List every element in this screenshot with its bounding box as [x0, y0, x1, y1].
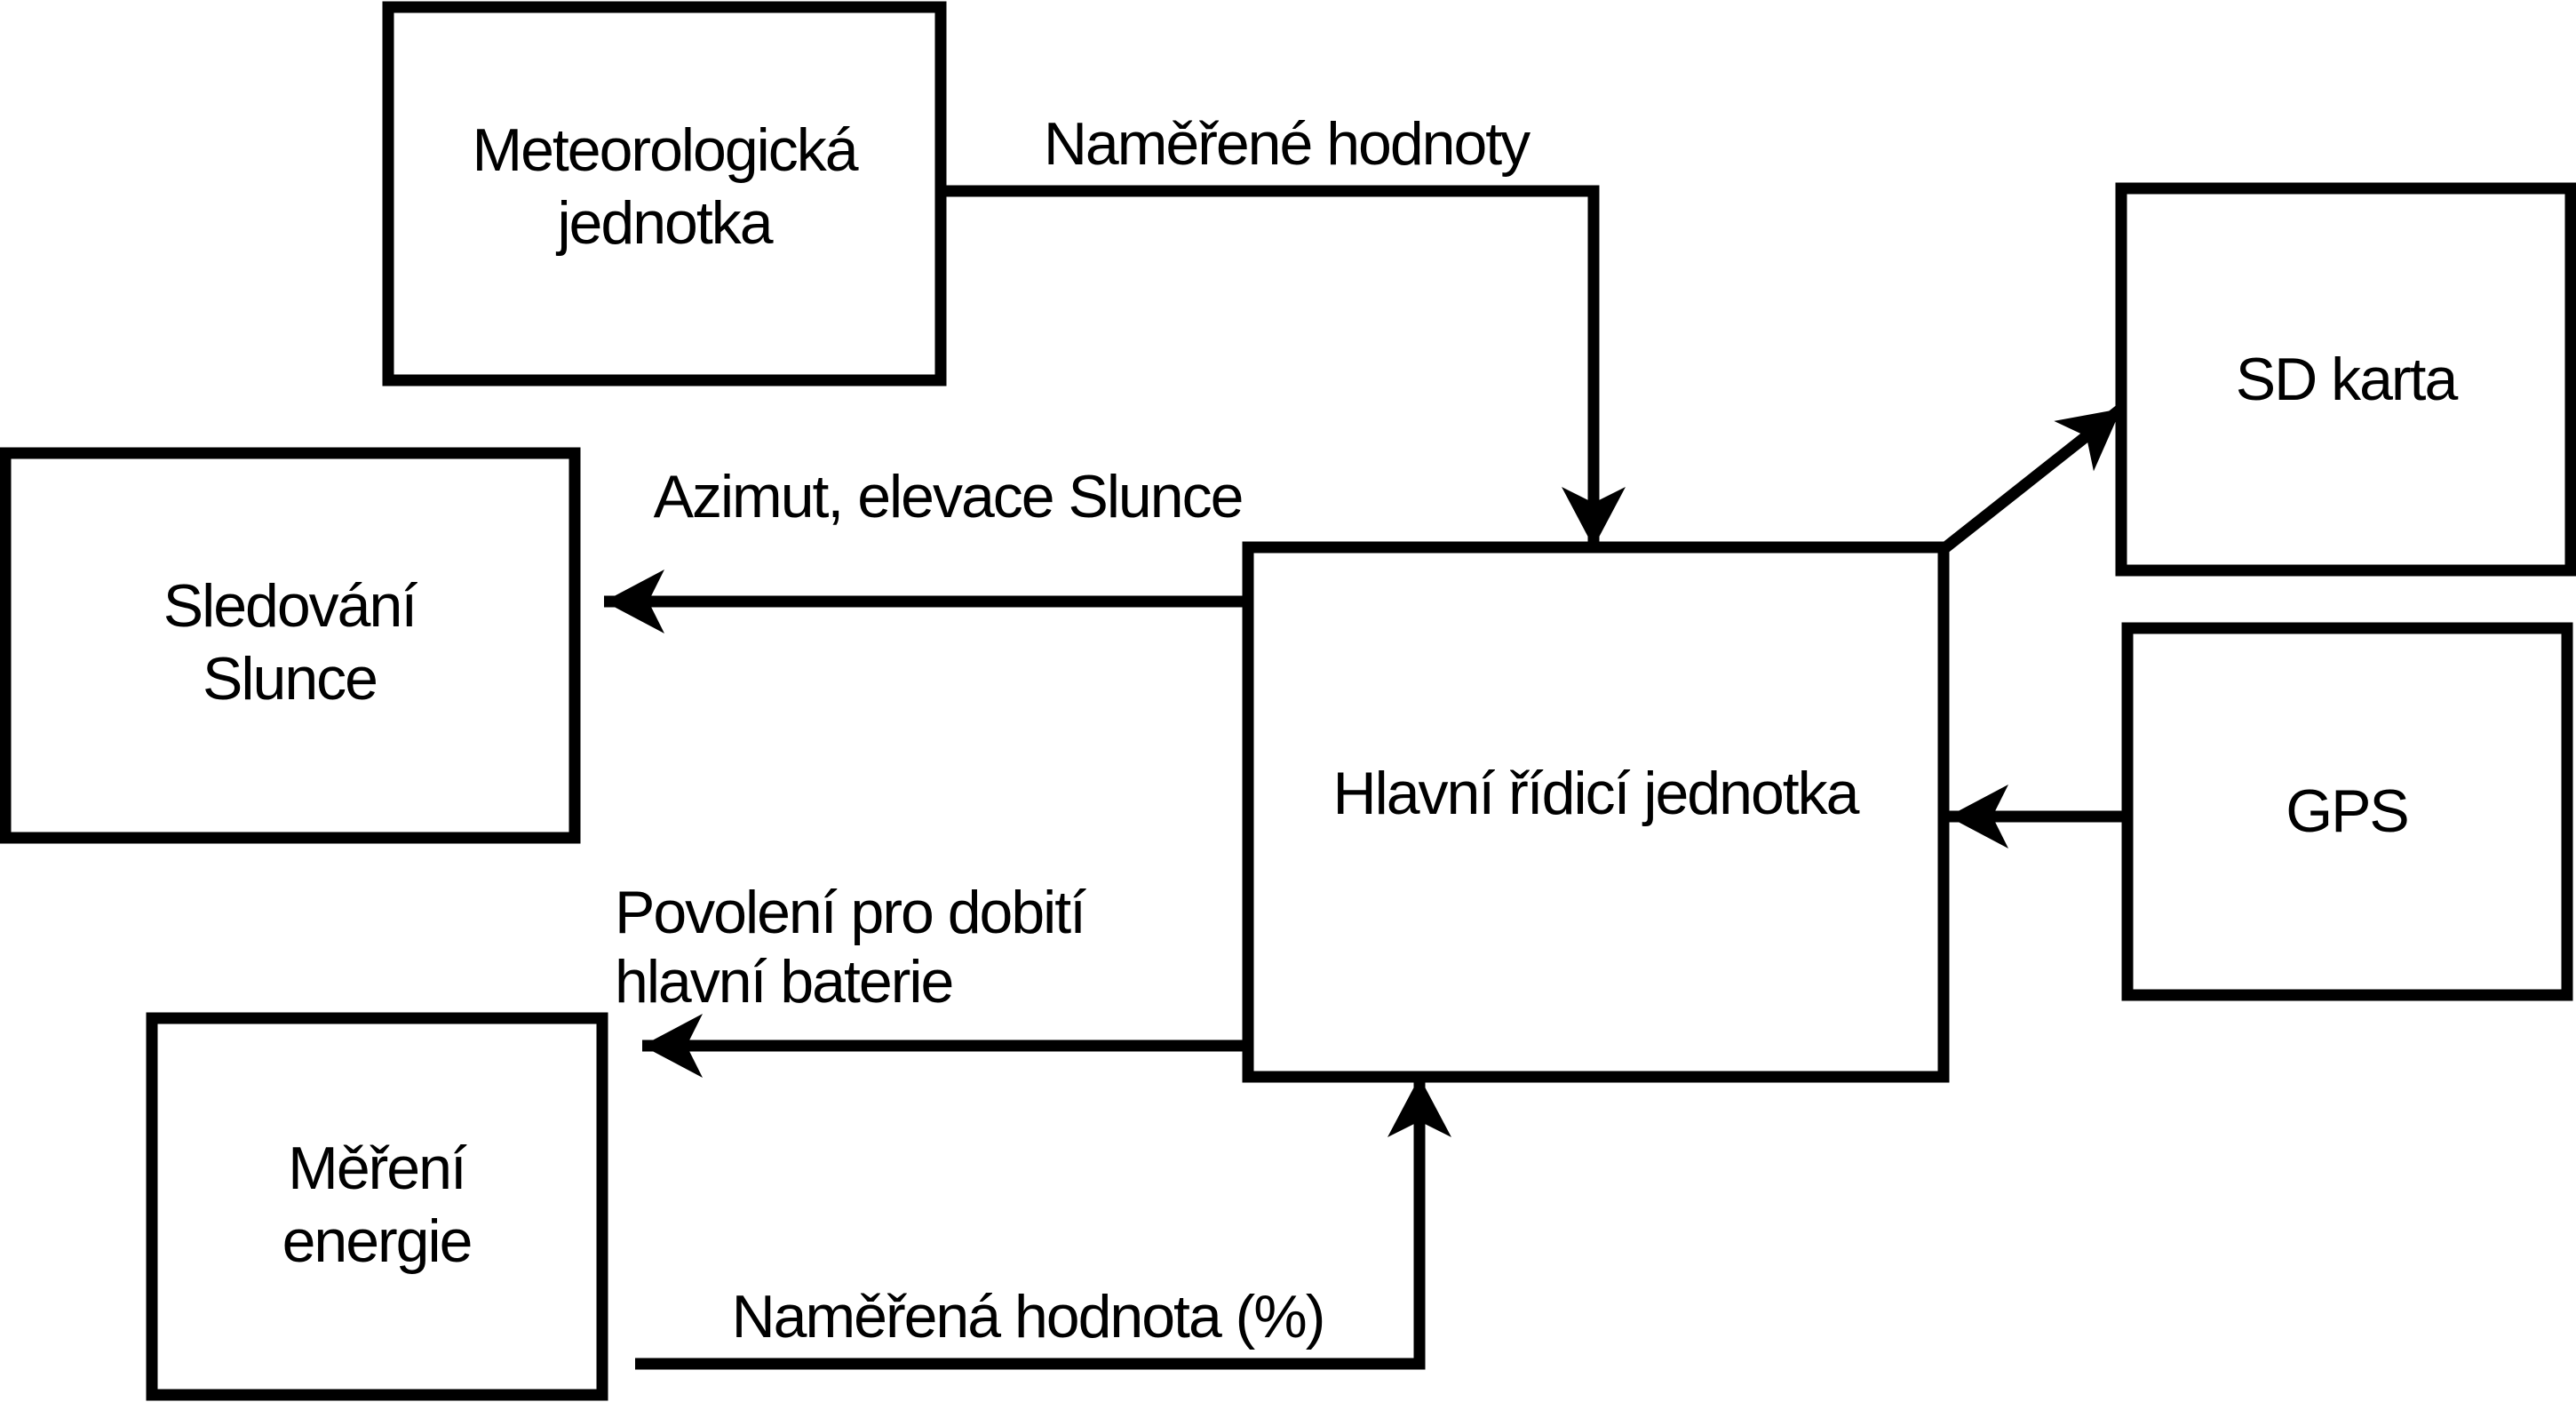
box-sledovani-slunce: Sledování Slunce — [0, 447, 581, 844]
box-meteorologicka-jednotka-label-line1: Meteorologická — [472, 116, 858, 184]
arrowhead-down-icon — [1562, 487, 1626, 547]
box-sd-karta-border — [2115, 182, 2576, 577]
box-hlavni-ridici-jednotka: Hlavní řídicí jednotka — [1242, 541, 1950, 1083]
box-meteorologicka-jednotka-label-line2: jednotka — [555, 189, 773, 257]
edge-main-to-battery — [642, 1014, 1248, 1078]
arrowhead-left-icon — [642, 1014, 703, 1078]
box-sd-karta: SD karta — [2115, 182, 2576, 577]
box-sd-karta-label: SD karta — [2236, 346, 2459, 413]
box-hlavni-ridici-jednotka-border — [1242, 541, 1950, 1083]
edge-main-to-sledovani — [604, 570, 1248, 633]
arrowhead-upright-icon — [2054, 409, 2121, 472]
box-mereni-energie-label-line1: Měření — [288, 1135, 467, 1202]
edge-label-namerena-hodnota: Naměřená hodnota (%) — [732, 1283, 1324, 1350]
box-meteorologicka-jednotka-border — [382, 1, 947, 386]
edge-label-povoleni-line1: Povolení pro dobití — [615, 879, 1086, 946]
box-gps-border — [2121, 622, 2573, 1001]
edge-label-namerene-hodnoty: Naměřené hodnoty — [1044, 110, 1530, 178]
box-sledovani-slunce-label-line2: Slunce — [203, 645, 377, 713]
box-gps: GPS — [2121, 622, 2573, 1001]
edge-label-azimut-elevace-slunce: Azimut, elevace Slunce — [654, 463, 1243, 530]
box-gps-label: GPS — [2286, 777, 2408, 845]
edge-meteo-to-main-line — [941, 185, 1600, 547]
edge-mereni-to-main — [635, 1077, 1451, 1370]
edge-mereni-to-main-line — [635, 1077, 1426, 1370]
box-mereni-energie-label-line2: energie — [282, 1207, 472, 1275]
arrowhead-left-icon — [604, 570, 664, 633]
edge-main-to-sdkarta — [1939, 403, 2126, 554]
arrowhead-up-icon — [1387, 1077, 1451, 1137]
box-meteorologicka-jednotka: Meteorologická jednotka — [382, 1, 947, 386]
box-sledovani-slunce-border — [0, 447, 581, 844]
box-mereni-energie-border — [146, 1012, 608, 1401]
arrowhead-left-icon — [1948, 785, 2008, 848]
box-sledovani-slunce-label-line1: Sledování — [163, 572, 418, 640]
edge-gps-to-main — [1948, 785, 2127, 848]
edge-meteo-to-main — [941, 185, 1626, 547]
box-hlavni-ridici-jednotka-label: Hlavní řídicí jednotka — [1333, 760, 1860, 827]
box-mereni-energie: Měření energie — [146, 1012, 608, 1401]
edge-label-povoleni-line2: hlavní baterie — [615, 948, 952, 1016]
